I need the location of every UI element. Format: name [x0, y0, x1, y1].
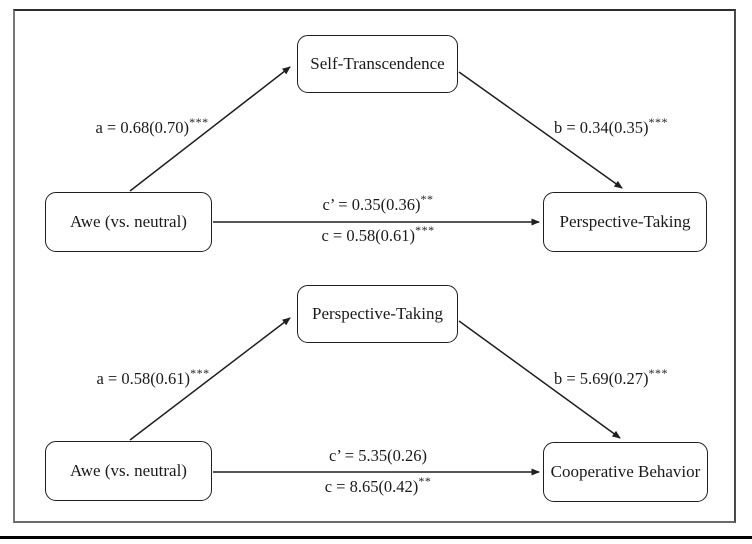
model2-path-a-label: a = 0.58(0.61)*** — [96, 365, 210, 389]
model1-predictor-box: Awe (vs. neutral) — [45, 192, 212, 252]
model2-path-b-label: b = 5.69(0.27)*** — [553, 365, 669, 389]
model2-path-b-text: b = 5.69(0.27) — [553, 369, 649, 388]
model1-path-a-sig: *** — [189, 114, 209, 129]
model2-path-a-text: a = 0.58(0.61) — [96, 369, 191, 388]
model2-path-c-sig: ** — [418, 473, 432, 488]
model1-path-b-label: b = 0.34(0.35)*** — [553, 114, 669, 138]
model1-path-b-text: b = 0.34(0.35) — [553, 118, 649, 137]
model2-predictor-box: Awe (vs. neutral) — [45, 441, 212, 501]
model2-outcome-box: Cooperative Behavior — [543, 442, 708, 502]
model2-path-c-prime-text: c’ = 5.35(0.26) — [329, 446, 427, 465]
model1-mediator-box: Self-Transcendence — [297, 35, 458, 93]
model1-path-a-text: a = 0.68(0.70) — [95, 118, 190, 137]
model1-path-c-text: c = 0.58(0.61) — [321, 226, 416, 245]
model1-path-b-sig: *** — [648, 114, 669, 129]
model1-path-c-prime-label: c’ = 0.35(0.36)** — [322, 191, 434, 215]
model2-mediator-box: Perspective-Taking — [297, 285, 458, 343]
model1-path-c-sig: *** — [415, 222, 435, 237]
model2-path-c-prime-label: c’ = 5.35(0.26) — [329, 446, 427, 466]
model1-outcome-box: Perspective-Taking — [543, 192, 707, 252]
model2-path-b-sig: *** — [648, 365, 669, 380]
model2-path-a-sig: *** — [190, 365, 210, 380]
page-divider-rule — [0, 536, 752, 539]
model1-path-c-prime-text: c’ = 0.35(0.36) — [322, 195, 421, 214]
model1-path-a-label: a = 0.68(0.70)*** — [95, 114, 209, 138]
model2-path-c-label: c = 8.65(0.42)** — [324, 473, 432, 497]
model1-path-c-label: c = 0.58(0.61)*** — [321, 222, 435, 246]
model2-path-c-text: c = 8.65(0.42) — [324, 477, 419, 496]
model1-path-c-prime-sig: ** — [420, 191, 434, 206]
